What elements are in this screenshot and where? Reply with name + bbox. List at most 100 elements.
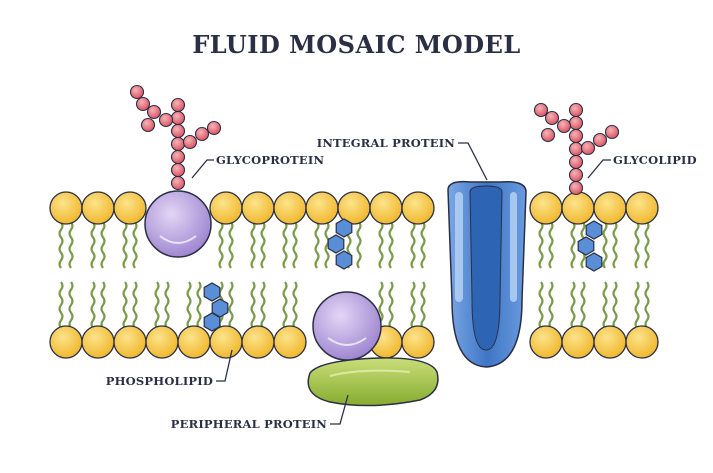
lipid-tail: [228, 281, 234, 329]
sugar-bead: [568, 115, 584, 131]
phospholipid-head: [273, 325, 307, 359]
sugar-bead: [568, 141, 584, 157]
phospholipid-head: [401, 325, 435, 359]
lipid-tail: [68, 281, 74, 329]
cholesterol-ring: [585, 220, 603, 240]
lipid-tail: [602, 281, 608, 329]
phospholipid-head: [49, 191, 83, 225]
sugar-bead: [129, 84, 145, 100]
lipid-tail: [282, 281, 288, 329]
lipid-tail: [228, 221, 234, 269]
sugar-bead: [592, 132, 608, 148]
lipid-tail: [570, 281, 576, 329]
phospholipid-head: [625, 325, 659, 359]
phospholipid-head: [113, 191, 147, 225]
phospholipid-head: [593, 325, 627, 359]
cholesterol-ring: [203, 282, 221, 302]
sugar-bead: [194, 126, 210, 142]
sugar-bead: [170, 136, 186, 152]
sugar-bead: [146, 104, 162, 120]
sugar-bead: [135, 96, 151, 112]
phospholipid-head: [145, 325, 179, 359]
lipid-tail: [634, 281, 640, 329]
protein-sphere: [312, 291, 382, 361]
label-peripheral-protein: PERIPHERAL PROTEIN: [171, 417, 328, 431]
label-phospholipid: PHOSPHOLIPID: [106, 374, 213, 388]
lipid-tail: [356, 221, 362, 269]
lipid-tail: [260, 221, 266, 269]
diagram-title: FLUID MOSAIC MODEL: [192, 30, 521, 59]
leader-lines: [191, 142, 611, 425]
sugar-bead: [540, 127, 556, 143]
lipid-tail: [644, 281, 650, 329]
phospholipid-head: [241, 325, 275, 359]
phospholipid-head: [81, 191, 115, 225]
lipid-tail: [644, 221, 650, 269]
cholesterol-ring: [327, 234, 345, 254]
lipid-tail: [58, 281, 64, 329]
lipid-tail: [612, 281, 618, 329]
lipid-tail: [538, 281, 544, 329]
lipid-tail: [410, 221, 416, 269]
phospholipid-head: [305, 191, 339, 225]
lipid-tail: [90, 221, 96, 269]
lipid-tail: [420, 281, 426, 329]
lipid-tail: [388, 281, 394, 329]
lipid-tail: [68, 221, 74, 269]
sugar-bead: [170, 175, 186, 191]
sugar-bead: [568, 167, 584, 183]
phospholipid-head: [593, 191, 627, 225]
phospholipid-head: [81, 325, 115, 359]
lipid-tail: [132, 281, 138, 329]
sugar-bead: [140, 117, 156, 133]
sugar-bead: [544, 110, 560, 126]
lipid-tail: [634, 221, 640, 269]
lipid-tail: [164, 281, 170, 329]
lipid-tail: [196, 281, 202, 329]
cholesterol-ring: [585, 252, 603, 272]
phospholipid-head: [273, 191, 307, 225]
sugar-chains: [129, 84, 620, 196]
lipid-tail: [388, 221, 394, 269]
phospholipid-head: [529, 191, 563, 225]
lipid-tail: [314, 221, 320, 269]
integral-protein: [447, 180, 527, 368]
sugar-bead: [533, 102, 549, 118]
lipid-tails: [58, 221, 650, 329]
lipid-tail: [260, 281, 266, 329]
sugar-bead: [170, 149, 186, 165]
lipid-tail: [378, 221, 384, 269]
phospholipid-head: [113, 325, 147, 359]
glycoprotein: [144, 190, 212, 258]
lipid-tail: [548, 281, 554, 329]
phospholipid-head: [49, 325, 83, 359]
lipid-tail: [410, 281, 416, 329]
lipid-tail: [186, 281, 192, 329]
sugar-bead: [170, 162, 186, 178]
sugar-bead: [206, 120, 222, 136]
phospholipid-head: [177, 325, 211, 359]
lipid-tail: [292, 281, 298, 329]
lipid-tail: [154, 281, 160, 329]
lipid-tail: [250, 221, 256, 269]
lipid-tail: [58, 221, 64, 269]
lipid-tail: [100, 221, 106, 269]
sugar-bead: [568, 128, 584, 144]
sugar-bead: [170, 110, 186, 126]
label-glycoprotein: GLYCOPROTEIN: [216, 153, 324, 167]
lipid-tail: [122, 281, 128, 329]
cholesterol-group: [203, 218, 603, 332]
lipid-tail: [122, 221, 128, 269]
sugar-bead: [182, 134, 198, 150]
lipid-tail: [538, 221, 544, 269]
lipid-tail: [218, 221, 224, 269]
cholesterol-ring: [335, 250, 353, 270]
sugar-bead: [568, 180, 584, 196]
lipid-tail: [250, 281, 256, 329]
lipid-tail: [570, 221, 576, 269]
lipid-tail: [100, 281, 106, 329]
peripheral-protein: [307, 357, 439, 407]
phospholipid-head: [529, 325, 563, 359]
